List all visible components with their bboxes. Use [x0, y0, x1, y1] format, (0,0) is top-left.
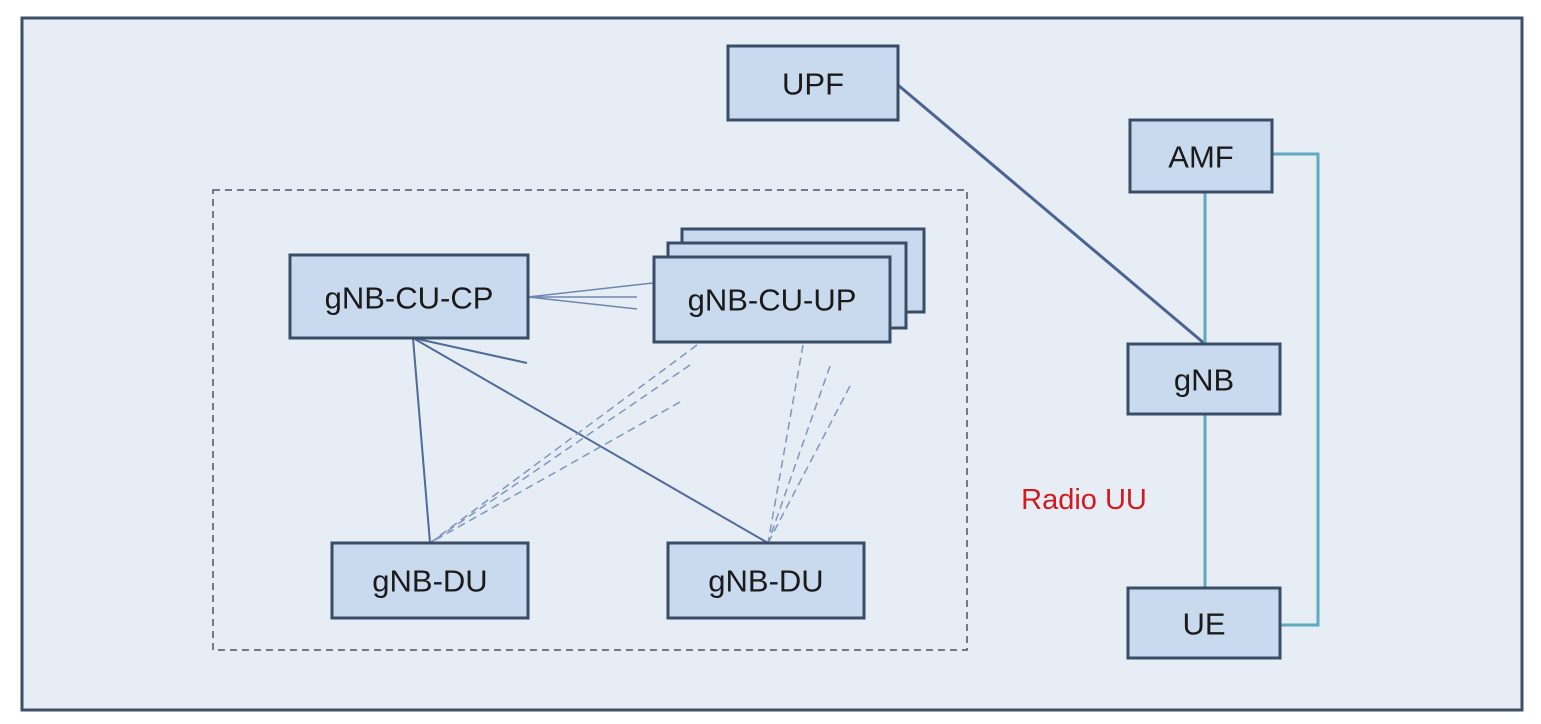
- node-gnb-cu-cp: gNB-CU-CP: [288, 253, 530, 340]
- node-ue-label: UE: [1182, 607, 1225, 642]
- node-gnb-cu-cp-label: gNB-CU-CP: [325, 281, 494, 316]
- node-gnb-cu-up-label: gNB-CU-UP: [688, 283, 857, 318]
- node-upf: UPF: [726, 44, 900, 122]
- node-ue: UE: [1126, 586, 1282, 660]
- link-amf-ue: [1272, 152, 1320, 627]
- node-gnb-cu-up-stack: gNB-CU-UP: [652, 227, 926, 344]
- node-amf-label: AMF: [1168, 140, 1233, 175]
- node-gnb-du-right: gNB-DU: [666, 541, 866, 620]
- links-cucp-du: [412, 337, 769, 544]
- radio-uu-label: Radio UU: [1021, 484, 1147, 516]
- node-gnb-du-left-label: gNB-DU: [372, 564, 487, 599]
- node-amf: AMF: [1128, 118, 1274, 194]
- node-upf-label: UPF: [782, 67, 844, 102]
- node-gnb-du-left: gNB-DU: [330, 541, 530, 620]
- node-gnb-du-right-label: gNB-DU: [708, 564, 823, 599]
- links-cucp-cuup: [527, 282, 654, 310]
- gnb-split-boundary: [212, 189, 968, 651]
- link-upf-gnb: [897, 83, 1206, 346]
- links-cuup-du-dashed: [429, 344, 851, 544]
- node-gnb-label: gNB: [1174, 363, 1234, 398]
- node-gnb: gNB: [1126, 342, 1282, 416]
